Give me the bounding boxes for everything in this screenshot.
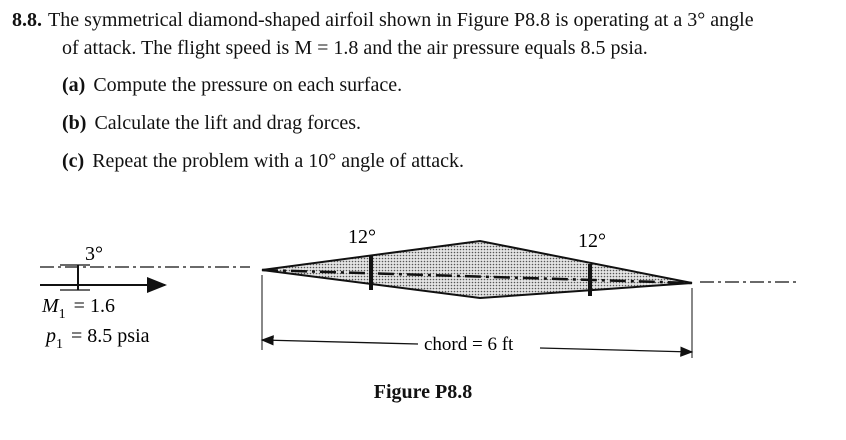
statement-line-2: of attack. The flight speed is M = 1.8 a…: [62, 37, 648, 59]
rear-half-angle-label: 12°: [578, 230, 606, 252]
chord-label: chord = 6 ft: [424, 334, 514, 355]
part-a: (a) Compute the pressure on each surface.: [62, 72, 402, 98]
problem-number: 8.8.: [12, 9, 42, 31]
chord-dimension-left: [260, 335, 419, 346]
angle-of-attack-label: 3°: [85, 243, 103, 265]
statement-line-1: The symmetrical diamond-shaped airfoil s…: [48, 9, 754, 31]
pressure-label: p1= 8.5 psia: [44, 325, 150, 352]
part-a-label: (a): [62, 74, 86, 96]
airfoil-diagram: 12° 12° 3° M1= 1.6 p1= 8.5 psia chord = …: [40, 226, 800, 358]
chord-line: [261, 268, 693, 285]
figure-p8-8: 12° 12° 3° M1= 1.6 p1= 8.5 psia chord = …: [0, 200, 846, 435]
part-c-text: Repeat the problem with a 10° angle of a…: [92, 150, 464, 172]
part-b-text: Calculate the lift and drag forces.: [94, 112, 362, 134]
part-a-text: Compute the pressure on each surface.: [93, 74, 403, 96]
diamond-airfoil: [261, 239, 693, 300]
front-half-angle-label: 12°: [348, 226, 376, 248]
chord-dimension-right: [539, 346, 694, 357]
figure-caption: Figure P8.8: [373, 381, 473, 403]
part-c-label: (c): [62, 150, 85, 172]
mach-label: M1= 1.6: [41, 295, 115, 322]
problem-statement: 8.8. The symmetrical diamond-shaped airfo…: [12, 6, 832, 62]
part-c: (c) Repeat the problem with a 10° angle o…: [62, 148, 464, 174]
part-b-label: (b): [62, 112, 87, 134]
part-b: (b) Calculate the lift and drag forces.: [62, 110, 361, 136]
